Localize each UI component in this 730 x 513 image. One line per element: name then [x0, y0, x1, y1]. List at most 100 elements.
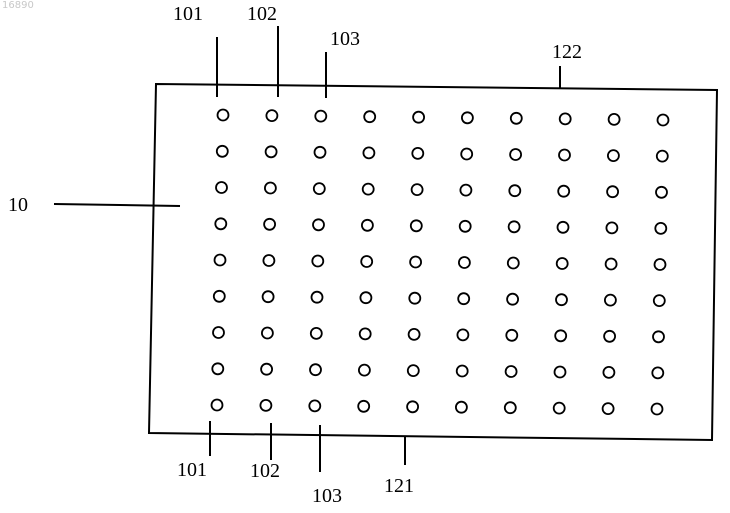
hole — [409, 293, 420, 304]
hole — [558, 186, 569, 197]
hole — [212, 400, 223, 411]
hole — [412, 184, 423, 195]
hole — [359, 365, 370, 376]
hole — [413, 112, 424, 123]
hole — [459, 257, 470, 268]
hole — [215, 255, 226, 266]
hole — [214, 291, 225, 302]
hole — [361, 256, 372, 267]
hole — [312, 256, 323, 267]
hole — [462, 112, 473, 123]
hole — [606, 222, 617, 233]
hole — [655, 223, 666, 234]
hole — [608, 150, 619, 161]
hole — [509, 221, 520, 232]
hole — [603, 367, 614, 378]
hole — [509, 185, 520, 196]
hole — [458, 293, 469, 304]
hole — [654, 295, 665, 306]
hole — [556, 294, 567, 305]
hole — [315, 111, 326, 122]
hole — [457, 329, 468, 340]
hole — [507, 294, 518, 305]
hole — [558, 222, 569, 233]
hole — [658, 115, 669, 126]
hole — [363, 184, 374, 195]
label-bottom-102: 102 — [250, 460, 280, 482]
hole — [559, 150, 570, 161]
hole — [506, 330, 517, 341]
hole — [461, 149, 472, 160]
label-bottom-121: 121 — [384, 475, 414, 497]
label-top-101: 101 — [173, 3, 203, 25]
hole — [606, 259, 617, 270]
hole — [218, 110, 229, 121]
hole — [215, 218, 226, 229]
hole — [358, 401, 369, 412]
hole — [653, 331, 664, 342]
hole — [411, 220, 422, 231]
hole — [506, 366, 517, 377]
hole — [263, 291, 274, 302]
hole — [408, 365, 419, 376]
hole — [213, 327, 224, 338]
hole — [412, 148, 423, 159]
hole — [410, 257, 421, 268]
hole — [609, 114, 620, 125]
hole — [364, 111, 375, 122]
hole — [554, 403, 565, 414]
hole — [261, 364, 272, 375]
hole — [603, 403, 614, 414]
label-bottom-103: 103 — [312, 485, 342, 507]
hole — [510, 149, 521, 160]
hole — [266, 146, 277, 157]
hole — [557, 258, 568, 269]
hole — [560, 113, 571, 124]
hole — [656, 187, 667, 198]
hole — [260, 400, 271, 411]
label-left-10: 10 — [8, 194, 28, 216]
hole — [315, 147, 326, 158]
hole — [212, 363, 223, 374]
hole — [313, 219, 324, 230]
hole — [310, 364, 321, 375]
hole — [457, 366, 468, 377]
hole — [262, 328, 273, 339]
hole — [360, 292, 371, 303]
hole — [362, 220, 373, 231]
hole — [456, 402, 467, 413]
hole — [216, 182, 227, 193]
hole — [312, 292, 323, 303]
leader-line-left-10 — [54, 204, 180, 206]
hole — [266, 110, 277, 121]
hole — [657, 151, 668, 162]
hole — [555, 367, 566, 378]
hole — [311, 328, 322, 339]
hole — [460, 221, 471, 232]
hole — [409, 329, 420, 340]
hole — [555, 330, 566, 341]
hole — [314, 183, 325, 194]
hole — [655, 259, 666, 270]
hole — [265, 183, 276, 194]
hole — [264, 219, 275, 230]
label-bottom-101: 101 — [177, 459, 207, 481]
hole-array — [212, 110, 669, 415]
hole — [360, 328, 371, 339]
hole — [652, 367, 663, 378]
image-id-watermark: 16890 — [2, 0, 34, 11]
hole — [508, 258, 519, 269]
hole — [511, 113, 522, 124]
hole — [505, 402, 516, 413]
plate-outline — [149, 84, 717, 440]
hole — [309, 400, 320, 411]
hole — [263, 255, 274, 266]
hole — [604, 331, 615, 342]
hole — [217, 146, 228, 157]
hole — [407, 401, 418, 412]
label-top-102: 102 — [247, 3, 277, 25]
hole — [460, 185, 471, 196]
hole — [607, 186, 618, 197]
